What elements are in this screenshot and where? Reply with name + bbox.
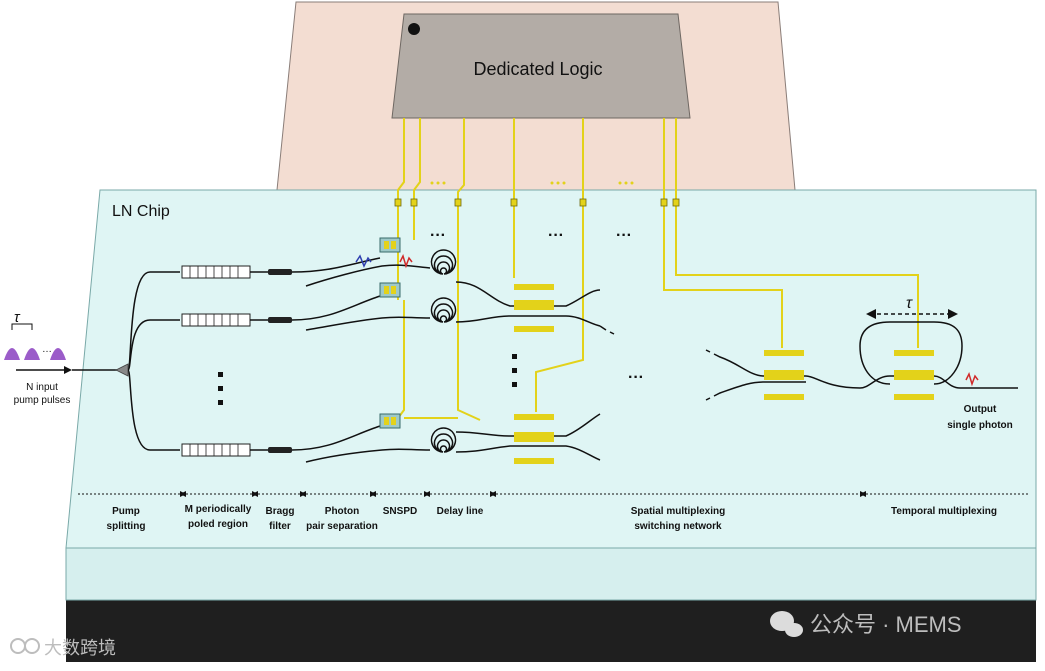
output-label-2: single photon <box>947 420 1013 431</box>
snspd-detector <box>379 413 401 429</box>
pin1-marker-icon <box>408 23 420 35</box>
wire-connectors <box>394 198 680 207</box>
waveguide-row-1 <box>181 237 431 287</box>
photon-pair-icons <box>355 253 413 269</box>
delay-line-spirals <box>430 249 457 453</box>
output-photon-icon <box>965 371 979 387</box>
input-pump-pulses: … τ N input pump pulses <box>4 309 72 406</box>
bragg-filter <box>268 269 292 275</box>
pump-splitter <box>72 271 180 451</box>
red-photon-icon <box>399 253 413 269</box>
section-label: Delay line <box>437 506 484 517</box>
svg-text:…: … <box>42 344 52 355</box>
ppln-region <box>181 443 251 457</box>
top-ellipsis-3: ··· <box>616 227 632 244</box>
watermark-right-text: 公众号 · MEMS <box>810 612 962 637</box>
ppln-region <box>181 265 251 279</box>
temporal-tau: τ <box>906 295 913 312</box>
row-ellipsis <box>218 354 517 405</box>
section-label: Pump <box>112 506 140 517</box>
switch-final-spatial <box>705 349 861 401</box>
section-label: SNSPD <box>383 506 417 517</box>
pulse-icon <box>24 348 40 360</box>
dedicated-logic-box <box>391 13 691 119</box>
watermark-left-text: 大数跨境 <box>44 638 116 658</box>
switch-stage-1 <box>455 281 615 335</box>
pulse-icon <box>4 348 20 360</box>
input-label-2: pump pulses <box>14 395 71 406</box>
section-label: Photon <box>325 506 359 517</box>
top-ellipsis-1: ··· <box>430 227 446 244</box>
waveguide-row-2 <box>181 282 431 331</box>
watermark-left: 大数跨境 <box>10 638 116 658</box>
input-tau: τ <box>14 309 21 326</box>
section-ruler-arrows <box>180 491 866 497</box>
logic-label: Dedicated Logic <box>473 59 602 79</box>
network-ellipsis: ··· <box>628 369 644 386</box>
pulse-icon <box>50 348 66 360</box>
wire-ellipsis-yellow <box>430 181 634 185</box>
input-label-1: N input <box>26 382 58 393</box>
section-label: Temporal multiplexing <box>891 506 997 517</box>
switch-stage-n <box>455 413 601 464</box>
snspd-detector <box>379 282 401 298</box>
top-ellipsis-2: ··· <box>548 227 564 244</box>
section-label: pair separation <box>306 521 378 532</box>
blue-photon-icon <box>355 254 372 268</box>
watermark-right: 公众号 · MEMS <box>770 611 962 637</box>
section-label: M periodically <box>185 504 252 515</box>
section-label: filter <box>269 521 291 532</box>
output-label-1: Output <box>964 404 997 415</box>
chip-front-face <box>65 547 1037 601</box>
section-label: splitting <box>107 521 146 532</box>
section-label: Spatial multiplexing <box>631 506 725 517</box>
section-label: Bragg <box>266 506 295 517</box>
ppln-region <box>181 313 251 327</box>
chip-label: LN Chip <box>112 203 170 220</box>
snspd-detector <box>379 237 401 253</box>
switch-temporal: τ Output single photon <box>859 295 1018 431</box>
section-label: poled region <box>188 519 248 530</box>
chip-base <box>66 600 1036 662</box>
section-label: switching network <box>634 521 722 532</box>
waveguide-row-n <box>181 413 431 463</box>
